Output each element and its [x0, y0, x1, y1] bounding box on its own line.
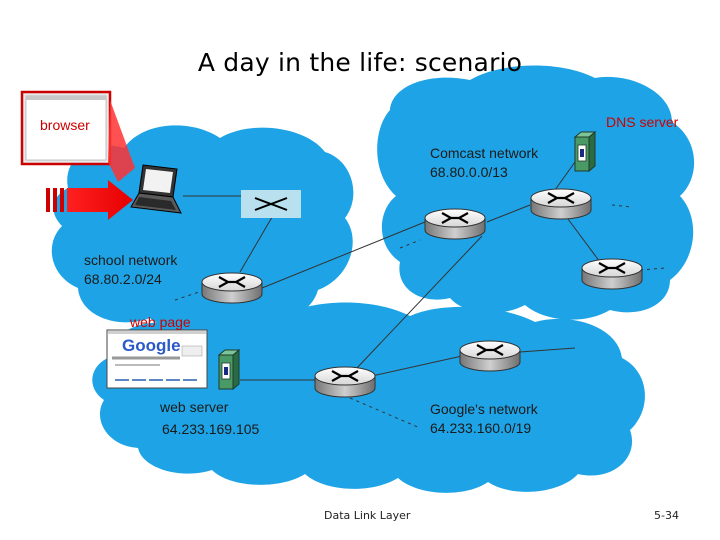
dns-server-label: DNS server: [606, 114, 679, 130]
switch-icon: [241, 190, 301, 218]
network-links: [174, 161, 666, 429]
web-server-label: web server: [160, 399, 229, 415]
footer-page-number: 5-34: [654, 509, 679, 522]
comcast-network-cloud: [377, 65, 695, 320]
google-router-icon: [458, 339, 522, 373]
dns-server-icon: [574, 131, 596, 172]
web-server-icon: [218, 349, 240, 390]
web-page-thumbnail: Google: [106, 329, 208, 389]
web-page-logo: Google: [122, 336, 181, 355]
comcast-edge-router-icon: [423, 207, 487, 241]
comcast-router-2-icon: [580, 257, 644, 291]
google-network-prefix: 64.233.160.0/19: [430, 420, 532, 436]
laptop-icon: [130, 164, 182, 214]
web-page-label: web page: [130, 314, 191, 330]
web-server-ip: 64.233.169.105: [162, 421, 260, 437]
comcast-network-prefix: 68.80.0.0/13: [430, 164, 508, 180]
school-network-prefix: 68.80.2.0/24: [84, 271, 162, 287]
zoom-highlight-shape: [108, 100, 135, 182]
red-arrow: [46, 180, 133, 220]
school-router-icon: [200, 271, 264, 305]
browser-label: browser: [40, 117, 90, 133]
google-network-name: Google's network: [430, 401, 538, 417]
comcast-router-icon: [529, 187, 593, 221]
school-network-name: school network: [84, 252, 178, 268]
comcast-network-name: Comcast network: [430, 145, 539, 161]
footer-chapter: Data Link Layer: [324, 509, 411, 522]
slide-title: A day in the life: scenario: [197, 48, 523, 77]
school-network-cloud: [51, 125, 354, 333]
google-edge-router-icon: [313, 365, 377, 399]
